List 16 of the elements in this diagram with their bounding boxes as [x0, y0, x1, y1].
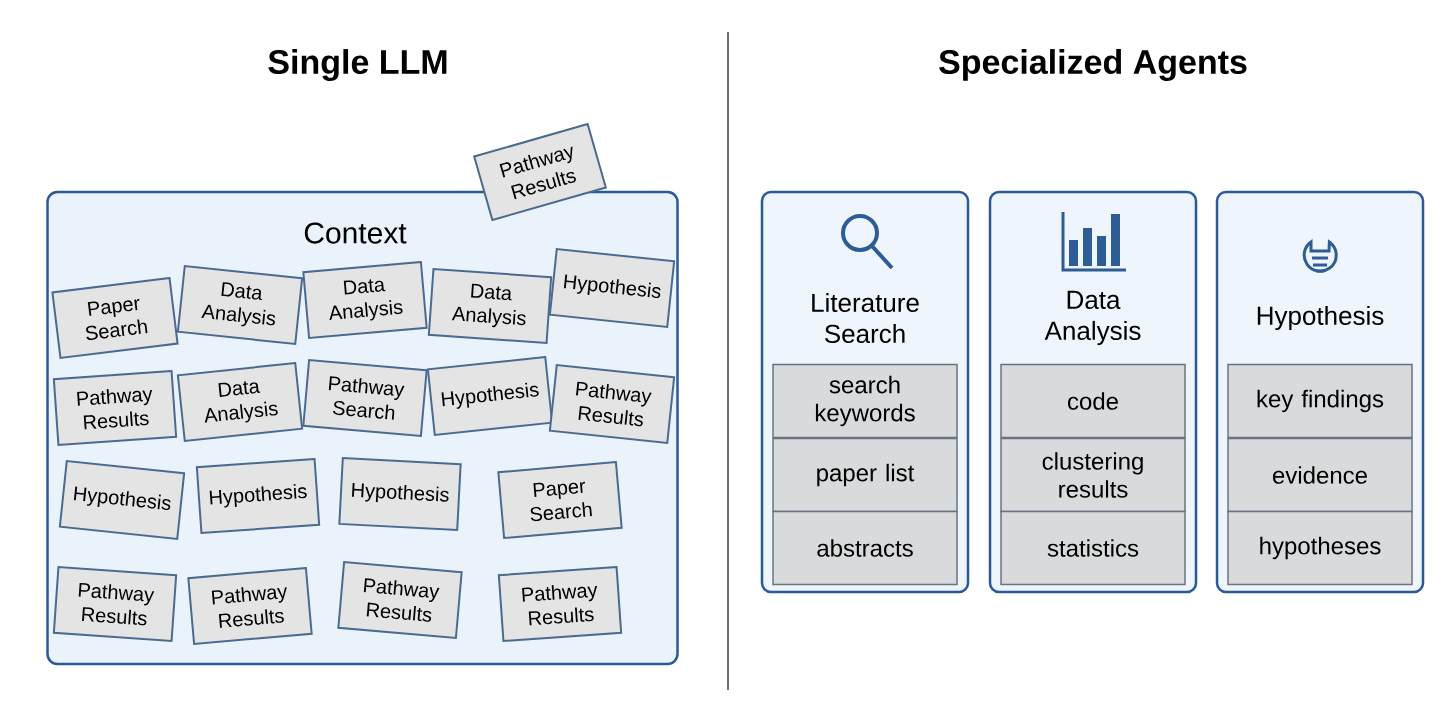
memory-cell: evidence	[1227, 437, 1413, 513]
memory-cell: clustering results	[1000, 437, 1186, 513]
memory-cell: abstracts	[772, 510, 958, 586]
memory-cell: code	[1000, 363, 1186, 439]
panel-heading: Specialized Agents	[939, 49, 1247, 81]
note-card: Hypothesis	[195, 457, 321, 535]
note-card: Pathway Results	[52, 565, 178, 643]
note-card: Pathway Results	[497, 565, 623, 643]
memory-cell: hypotheses	[1227, 510, 1413, 586]
memory-cell: statistics	[1000, 510, 1186, 586]
panel-heading: Single LLM	[268, 49, 447, 81]
note-card: Pathway Results	[52, 369, 178, 447]
note-card: Data Analysis	[427, 267, 553, 345]
memory-cell: paper list	[772, 437, 958, 513]
memory-cell: key findings	[1227, 363, 1413, 439]
memory-cell: search keywords	[772, 363, 958, 439]
